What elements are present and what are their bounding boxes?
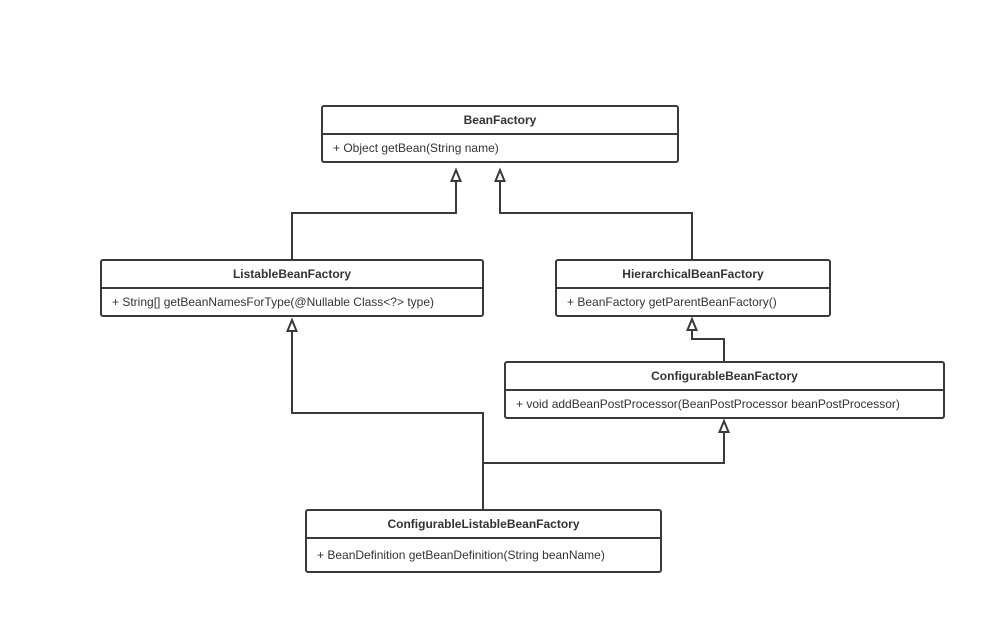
generalization-arrow-icon xyxy=(686,316,698,331)
class-name: ConfigurableListableBeanFactory xyxy=(307,511,660,539)
generalization-arrow-icon xyxy=(718,418,730,433)
generalization-arrow-icon xyxy=(286,317,298,332)
generalization-arrow-icon xyxy=(450,167,462,182)
class-method: + void addBeanPostProcessor(BeanPostProc… xyxy=(516,397,900,411)
class-method: + Object getBean(String name) xyxy=(333,141,499,155)
class-beanfactory[interactable]: BeanFactory + Object getBean(String name… xyxy=(321,105,679,163)
class-name: ListableBeanFactory xyxy=(102,261,482,289)
class-name: ConfigurableBeanFactory xyxy=(506,363,943,391)
class-hierarchicalbeanfactory[interactable]: HierarchicalBeanFactory + BeanFactory ge… xyxy=(555,259,831,317)
class-method: + BeanDefinition getBeanDefinition(Strin… xyxy=(317,548,605,562)
connector-hierarchical-to-beanfactory xyxy=(499,181,693,259)
class-listablebeanfactory[interactable]: ListableBeanFactory + String[] getBeanNa… xyxy=(100,259,484,317)
class-name: BeanFactory xyxy=(323,107,677,135)
connector-configurable-to-hierarchical xyxy=(691,330,725,361)
connector-configurablelistable-to-listable xyxy=(291,331,484,509)
class-method: + BeanFactory getParentBeanFactory() xyxy=(567,295,777,309)
class-name: HierarchicalBeanFactory xyxy=(557,261,829,289)
class-configurablelistablebeanfactory[interactable]: ConfigurableListableBeanFactory + BeanDe… xyxy=(305,509,662,573)
class-configurablebeanfactory[interactable]: ConfigurableBeanFactory + void addBeanPo… xyxy=(504,361,945,419)
generalization-arrow-icon xyxy=(494,167,506,182)
connector-listable-to-beanfactory xyxy=(291,181,457,259)
connector-configurablelistable-to-configurable xyxy=(483,432,725,464)
class-method: + String[] getBeanNamesForType(@Nullable… xyxy=(112,295,435,309)
